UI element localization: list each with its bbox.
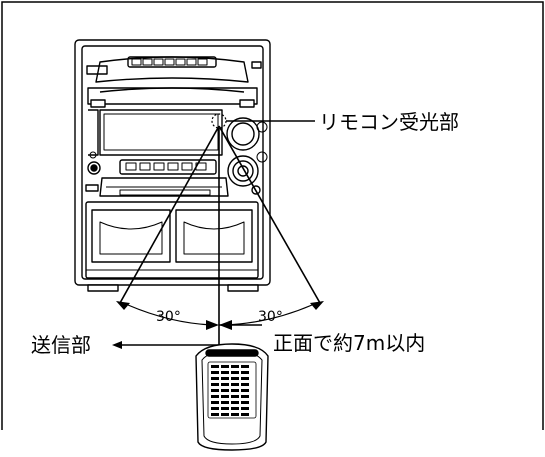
range-lines <box>119 113 321 346</box>
right-30deg-line <box>218 125 321 304</box>
right-angle-arc <box>225 304 313 326</box>
left-angle-arc <box>127 304 213 326</box>
right-angle-label: 30° <box>258 309 283 325</box>
remote-control-icon <box>195 343 269 451</box>
left-angle-label: 30° <box>156 309 181 325</box>
angle-arcs <box>127 304 313 326</box>
frame-border <box>1 1 544 430</box>
left-30deg-line <box>119 125 220 304</box>
transmitter-label: 送信部 <box>31 333 91 357</box>
range-label: 正面で約7m以内 <box>273 331 425 355</box>
sensor-label: リモコン受光部 <box>319 110 459 134</box>
arrowheads <box>112 301 324 349</box>
stereo-unit-icon <box>74 39 271 292</box>
